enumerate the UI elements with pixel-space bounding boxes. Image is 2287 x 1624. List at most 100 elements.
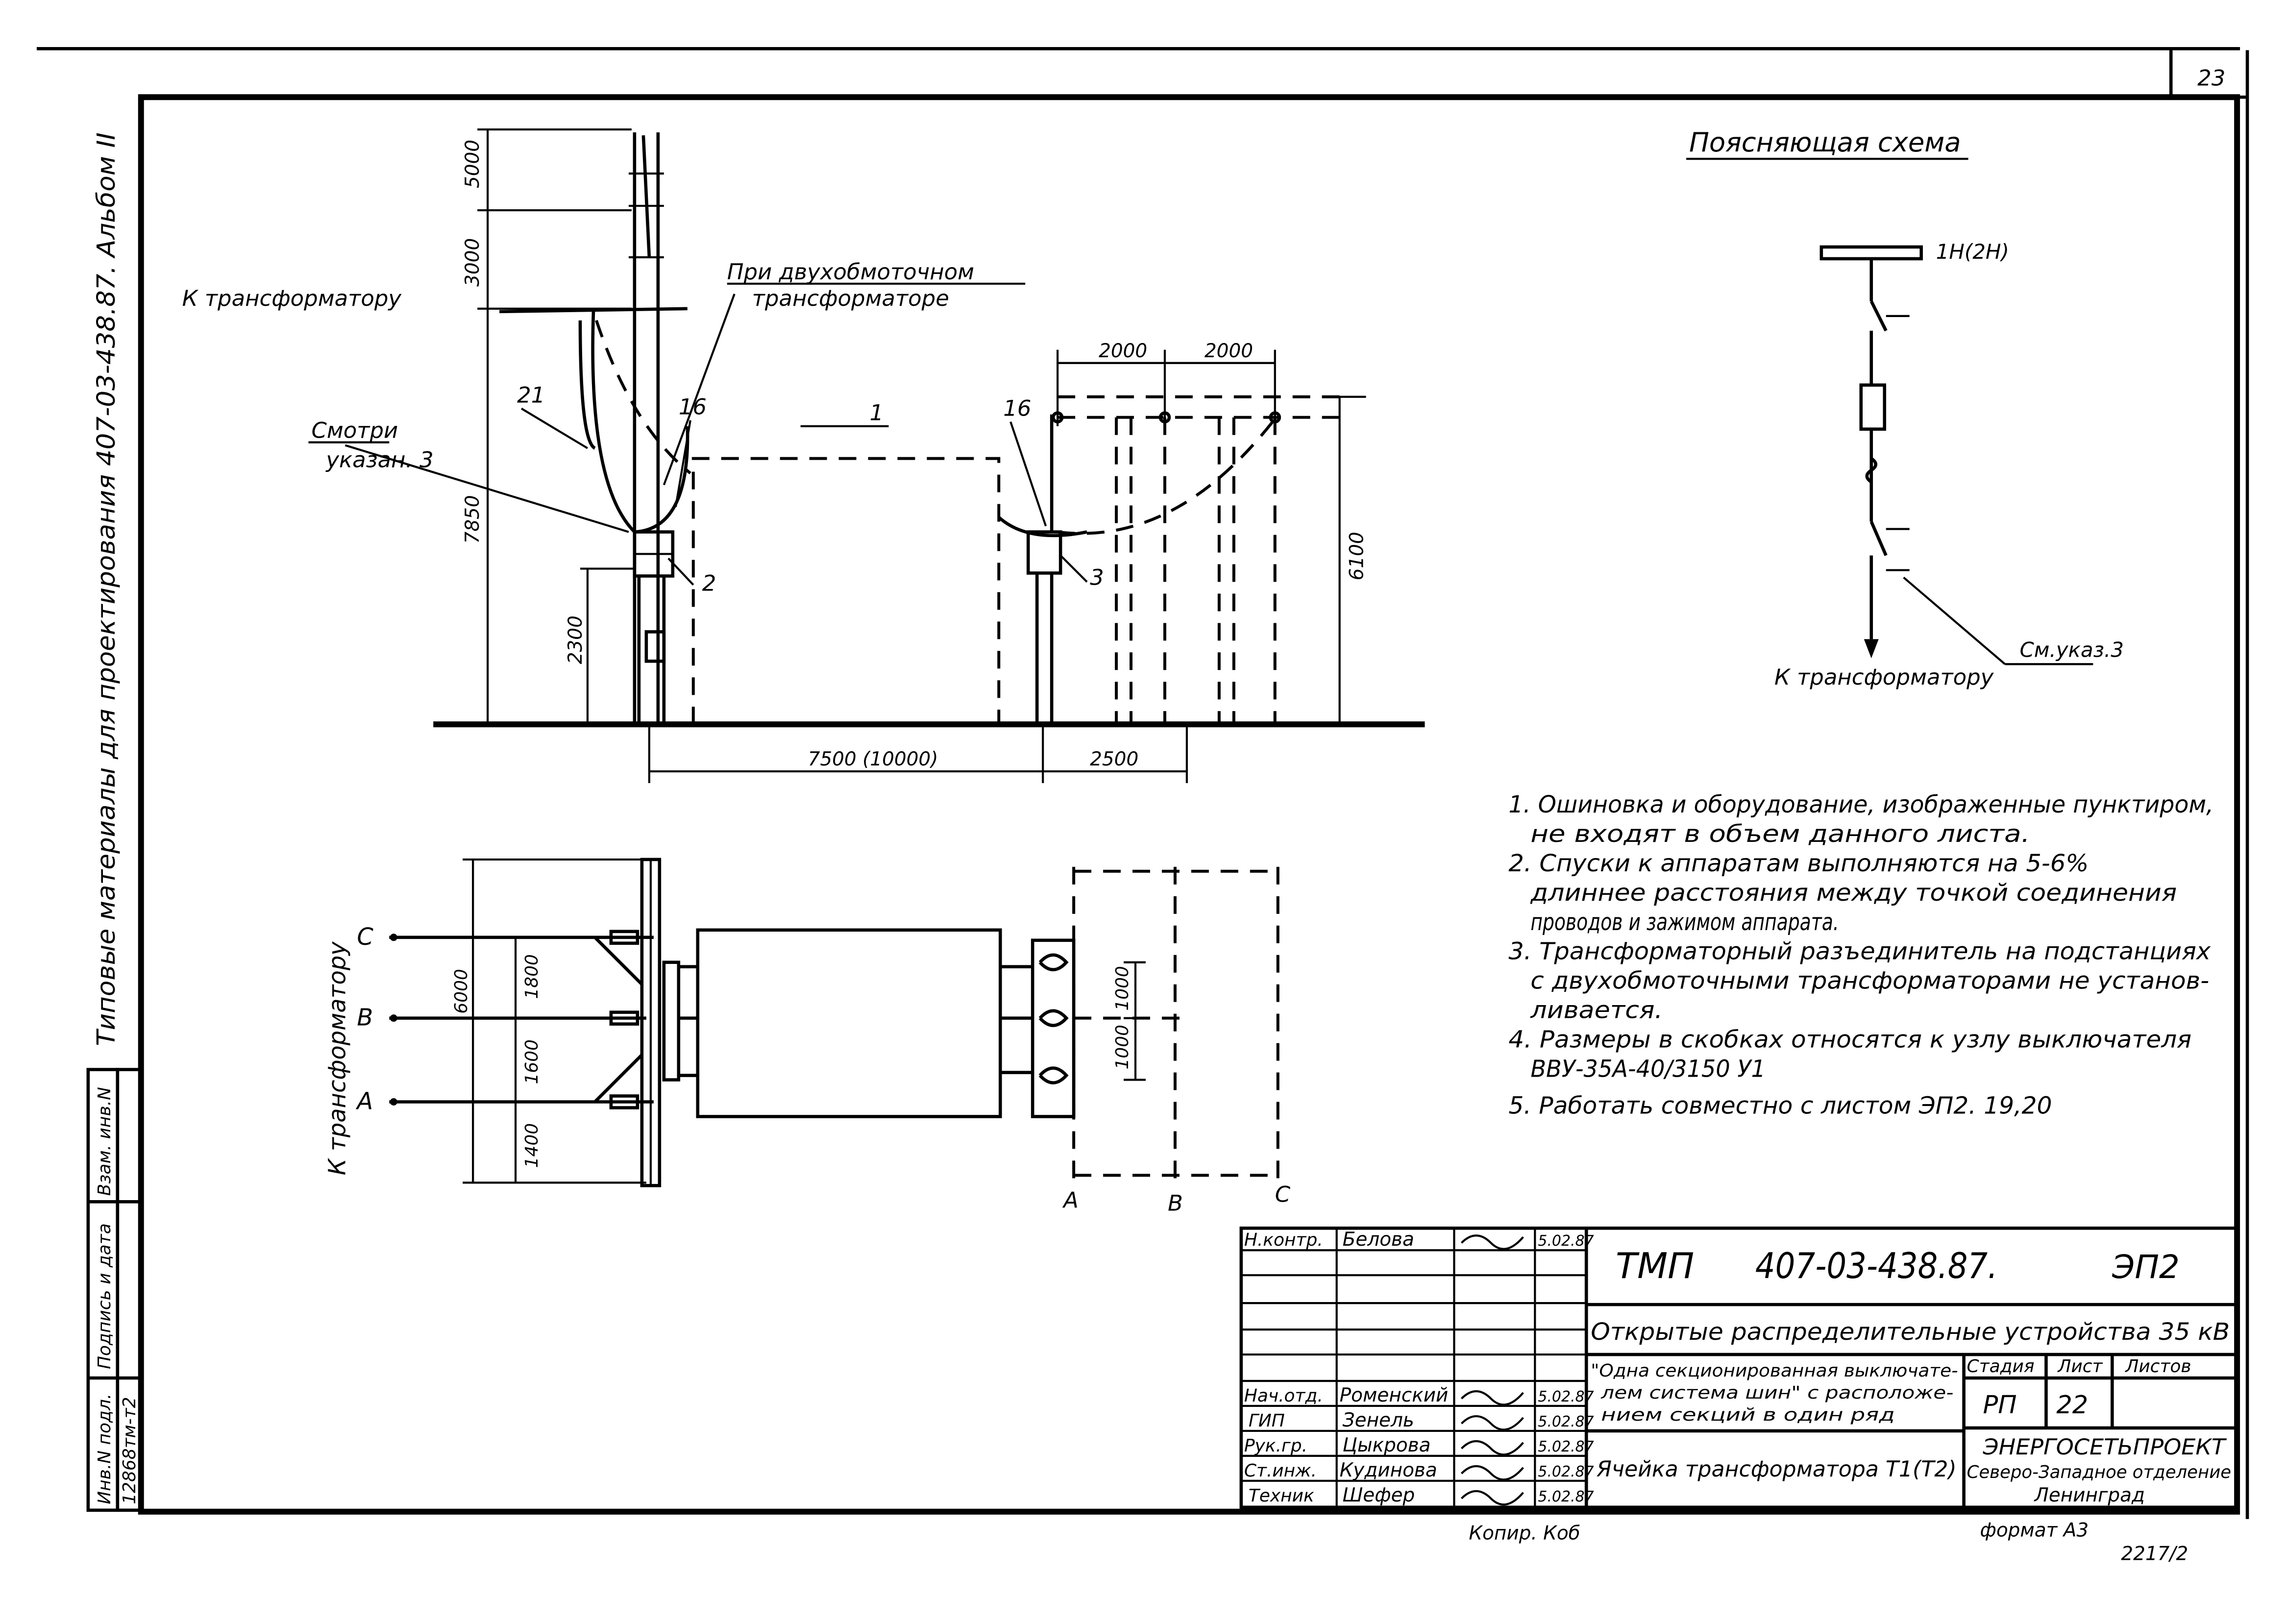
dim-6100: 6100 (1346, 532, 1368, 580)
signer-role: ГИП (1249, 1411, 1285, 1431)
note-line: 3. Трансформаторный разъединитель на под… (1508, 938, 2211, 965)
elevation-view: К трансформатору При двухобмоточном тран… (182, 128, 1425, 784)
side-label-inv: Инв.N подл. (95, 1394, 115, 1504)
label-two-winding-2: трансформаторе (752, 285, 949, 311)
signer-role: Нач.отд. (1244, 1386, 1323, 1406)
label-see-note: Смотри (311, 418, 398, 443)
org-city: Ленинград (2033, 1484, 2145, 1506)
dim-6000: 6000 (451, 969, 471, 1014)
side-inv-number: 12868тм-т2 (120, 1397, 140, 1504)
signature-mark (1460, 1490, 1524, 1506)
dim-7850: 7850 (462, 495, 484, 543)
schema-title: Поясняющая схема (1689, 127, 1961, 158)
note-line: 2. Спуски к аппаратам выполняются на 5-6… (1508, 850, 2089, 877)
format-note: формат А3 (1980, 1520, 2089, 1542)
org-branch: Северо-Западное отделение (1967, 1462, 2232, 1482)
note-line: ВВУ-35А-40/3150 У1 (1530, 1056, 1766, 1083)
schema-bus-label: 1Н(2Н) (1936, 240, 2009, 264)
schema-see-note: См.указ.3 (2019, 638, 2124, 662)
dim-1600: 1600 (522, 1039, 542, 1084)
ref-2: 2 (702, 570, 716, 596)
side-label-sign: Подпись и дата (95, 1223, 115, 1369)
sheet-number: 23 (2197, 65, 2225, 91)
dim-2000a: 2000 (1099, 340, 1147, 362)
org-name: ЭНЕРГОСЕТЬПРОЕКТ (1983, 1434, 2227, 1460)
note-line: 5. Работать совместно с листом ЭП2. 19,2… (1508, 1092, 2052, 1119)
phase-c: С (357, 923, 373, 951)
explanatory-schema: Поясняющая схема 1Н(2Н) См.указ.3 К тран… (1686, 127, 2124, 690)
sheet-header: Лист (2057, 1356, 2103, 1377)
signer-date: 5.02.87 (1538, 1232, 1594, 1250)
sheet-name: Ячейка трансформатора Т1(Т2) (1596, 1456, 1956, 1482)
label-see-note-2: указан. 3 (325, 447, 433, 473)
schema-to-transformer: К трансформатору (1774, 664, 1994, 690)
stage-value: РП (1983, 1391, 2017, 1420)
bottom-notes: Копир. Коб формат А3 2217/2 (1469, 1520, 2188, 1565)
signature-mark (1460, 1465, 1524, 1481)
dim-2000b: 2000 (1205, 340, 1253, 362)
note-line: 4. Размеры в скобках относятся к узлу вы… (1508, 1026, 2191, 1054)
dim-1400: 1400 (522, 1123, 542, 1168)
bottom-phase-c: С (1275, 1181, 1291, 1207)
note-line: проводов и зажимом аппарата. (1530, 909, 1839, 936)
dim-7500: 7500 (10000) (808, 748, 938, 770)
signer-name: Роменский (1340, 1384, 1449, 1406)
plan-view: К трансформатору С В А 6000 1800 1600 14… (323, 858, 1291, 1216)
signature-mark (1460, 1415, 1524, 1431)
signer-role: Н.контр. (1244, 1230, 1323, 1250)
note-line: 1. Ошиновка и оборудование, изображенные… (1508, 791, 2213, 818)
note-line: с двухобмоточными трансформаторами не ус… (1530, 967, 2209, 995)
phase-b: В (357, 1004, 373, 1032)
inventory-note: 2217/2 (2121, 1543, 2188, 1565)
sheets-header: Листов (2124, 1356, 2191, 1377)
signer-date: 5.02.87 (1538, 1463, 1594, 1480)
signature-mark (1460, 1390, 1524, 1406)
side-label-replace: Взам. инв.N (95, 1087, 115, 1196)
project-name: Открытые распределительные устройства 35… (1591, 1318, 2230, 1346)
ref-1: 1 (869, 400, 884, 426)
dim-1000a: 1000 (1112, 966, 1132, 1011)
label-two-winding: При двухобмоточном (727, 259, 974, 285)
signer-date: 5.02.87 (1538, 1388, 1594, 1405)
signature-mark (1460, 1440, 1524, 1456)
copy-note: Копир. Коб (1469, 1523, 1580, 1545)
signer-role: Рук.гр. (1244, 1436, 1307, 1456)
signature-mark (1460, 1234, 1524, 1250)
signer-name: Зенель (1343, 1409, 1414, 1431)
ref-3: 3 (1090, 564, 1104, 590)
bottom-phase-b: В (1168, 1190, 1183, 1216)
note-line: не входят в объем данного листа. (1530, 820, 2030, 848)
label-to-transformer: К трансформатору (182, 285, 402, 311)
side-stamp: Типовые материалы для проектирования 407… (86, 132, 143, 1512)
signer-date: 5.02.87 (1538, 1413, 1594, 1430)
sheet-value: 22 (2056, 1391, 2088, 1420)
note-line: длиннее расстояния между точкой соединен… (1530, 879, 2177, 907)
label-to-transformer-plan: К трансформатору (323, 941, 351, 1176)
ref-21: 21 (517, 382, 545, 408)
signer-date: 5.02.87 (1538, 1488, 1594, 1505)
title-block: Н.контр. Белова 5.02.87 Нач.отд. Роменск… (1239, 1226, 2239, 1509)
dim-3000: 3000 (462, 238, 484, 287)
signer-name: Кудинова (1340, 1459, 1437, 1481)
side-stamp-text: Типовые материалы для проектирования 407… (92, 132, 121, 1046)
dim-2500: 2500 (1090, 748, 1138, 770)
subtitle-line: "Одна секционированная выключате- (1591, 1361, 1958, 1381)
dim-1000b: 1000 (1112, 1025, 1132, 1070)
dim-2300: 2300 (565, 615, 587, 664)
subtitle-line: лем система шин" с расположе- (1600, 1383, 1954, 1403)
signer-date: 5.02.87 (1538, 1438, 1594, 1455)
title-code-prefix: ТМП (1616, 1245, 1694, 1286)
signer-role: Техник (1249, 1486, 1314, 1506)
ref-16a: 16 (679, 394, 707, 420)
signer-role: Ст.инж. (1244, 1461, 1317, 1481)
dim-1800: 1800 (522, 954, 542, 999)
notes-block: 1. Ошиновка и оборудование, изображенные… (1508, 791, 2213, 1119)
subtitle-line: нием секций в один ряд (1601, 1405, 1894, 1425)
stage-header: Стадия (1967, 1356, 2035, 1377)
title-code: 407-03-438.87. (1755, 1245, 1998, 1286)
note-line: ливается. (1530, 997, 1663, 1024)
ref-16b: 16 (1003, 395, 1031, 421)
bottom-phase-a: А (1062, 1187, 1079, 1213)
phase-a: А (355, 1087, 373, 1115)
